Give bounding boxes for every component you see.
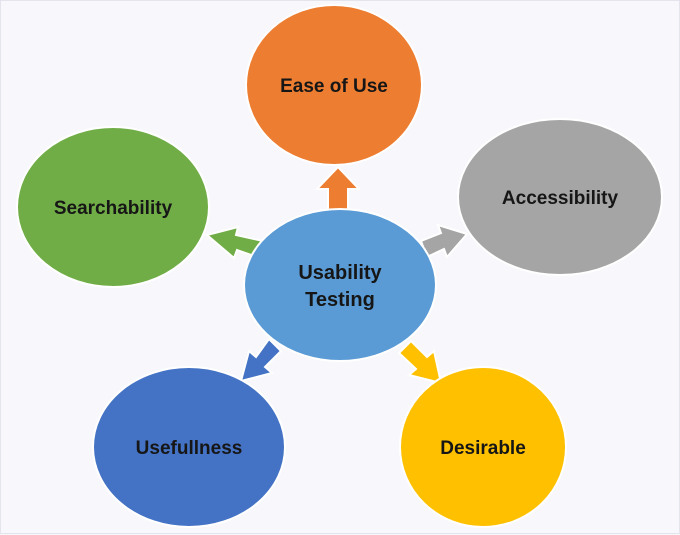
node-center-circle: [243, 208, 437, 362]
arrow-to-ease-of-use: [314, 165, 362, 216]
node-ease-of-use-circle: [245, 4, 423, 166]
arrow-to-usefullness: [239, 337, 283, 383]
node-accessibility-circle: [457, 118, 663, 276]
node-center-label-line1: Usability: [298, 262, 382, 284]
node-searchability-circle: [16, 126, 210, 288]
arrow-to-searchability: [204, 225, 265, 260]
node-desirable-label: Desirable: [440, 438, 526, 459]
node-desirable: Desirable: [399, 366, 567, 528]
node-desirable-circle: [399, 366, 567, 528]
node-center: Usability Testing: [243, 208, 437, 362]
node-usefullness-label: Usefullness: [136, 438, 243, 459]
node-searchability-label: Searchability: [54, 198, 173, 219]
node-ease-of-use: Ease of Use: [245, 4, 423, 166]
node-center-label-line2: Testing: [305, 289, 375, 311]
node-accessibility-label: Accessibility: [502, 188, 619, 209]
node-accessibility: Accessibility: [457, 118, 663, 276]
node-ease-of-use-label: Ease of Use: [280, 76, 388, 97]
arrow-to-desirable: [397, 339, 443, 385]
arrow-to-accessibility: [419, 223, 469, 259]
node-searchability: Searchability: [16, 126, 210, 288]
node-usefullness-circle: [92, 366, 286, 528]
node-usefullness: Usefullness: [92, 366, 286, 528]
